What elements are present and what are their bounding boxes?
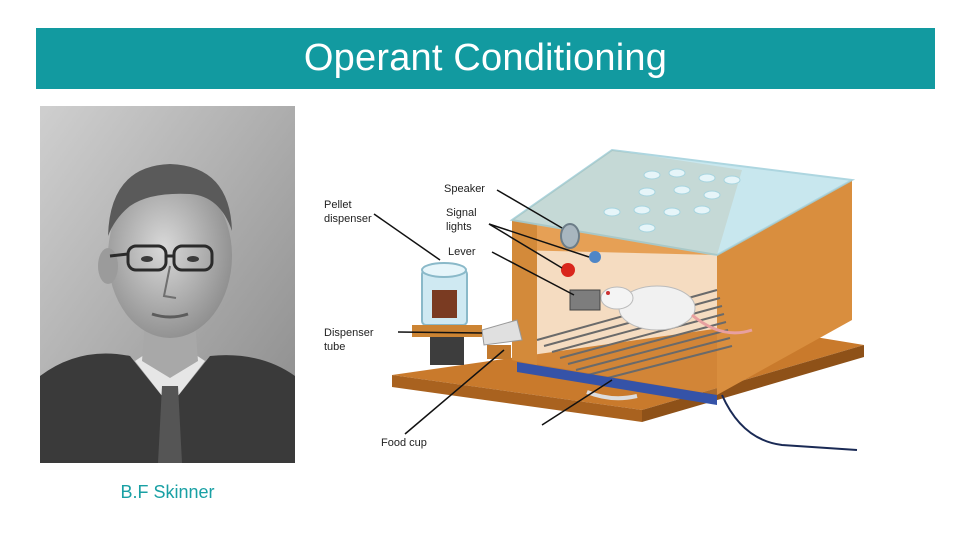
label-speaker: Speaker: [444, 183, 485, 195]
red-light-icon: [561, 263, 575, 277]
skinner-box-diagram: Pellet dispenser Speaker Signal lights L…: [324, 148, 864, 451]
label-signal: Signal: [446, 207, 477, 219]
label-food-cup: Food cup: [381, 437, 427, 449]
label-lever: Lever: [448, 246, 476, 258]
title-bar: Operant Conditioning: [36, 28, 935, 89]
slide-title: Operant Conditioning: [303, 37, 668, 79]
lever-icon: [569, 289, 601, 311]
label-pellet: Pellet: [324, 199, 352, 211]
glass-top: [509, 148, 856, 257]
side-wall: [717, 180, 852, 395]
label-tube: tube: [324, 341, 345, 353]
label-dispenser-tube: Dispenser: [324, 327, 374, 339]
label-dispenser: dispenser: [324, 213, 372, 225]
label-lights: lights: [446, 221, 472, 233]
speaker-icon: [560, 223, 580, 249]
blue-light-icon: [589, 251, 601, 263]
photo-caption: B.F Skinner: [120, 482, 215, 502]
portrait-photo: [40, 106, 295, 463]
